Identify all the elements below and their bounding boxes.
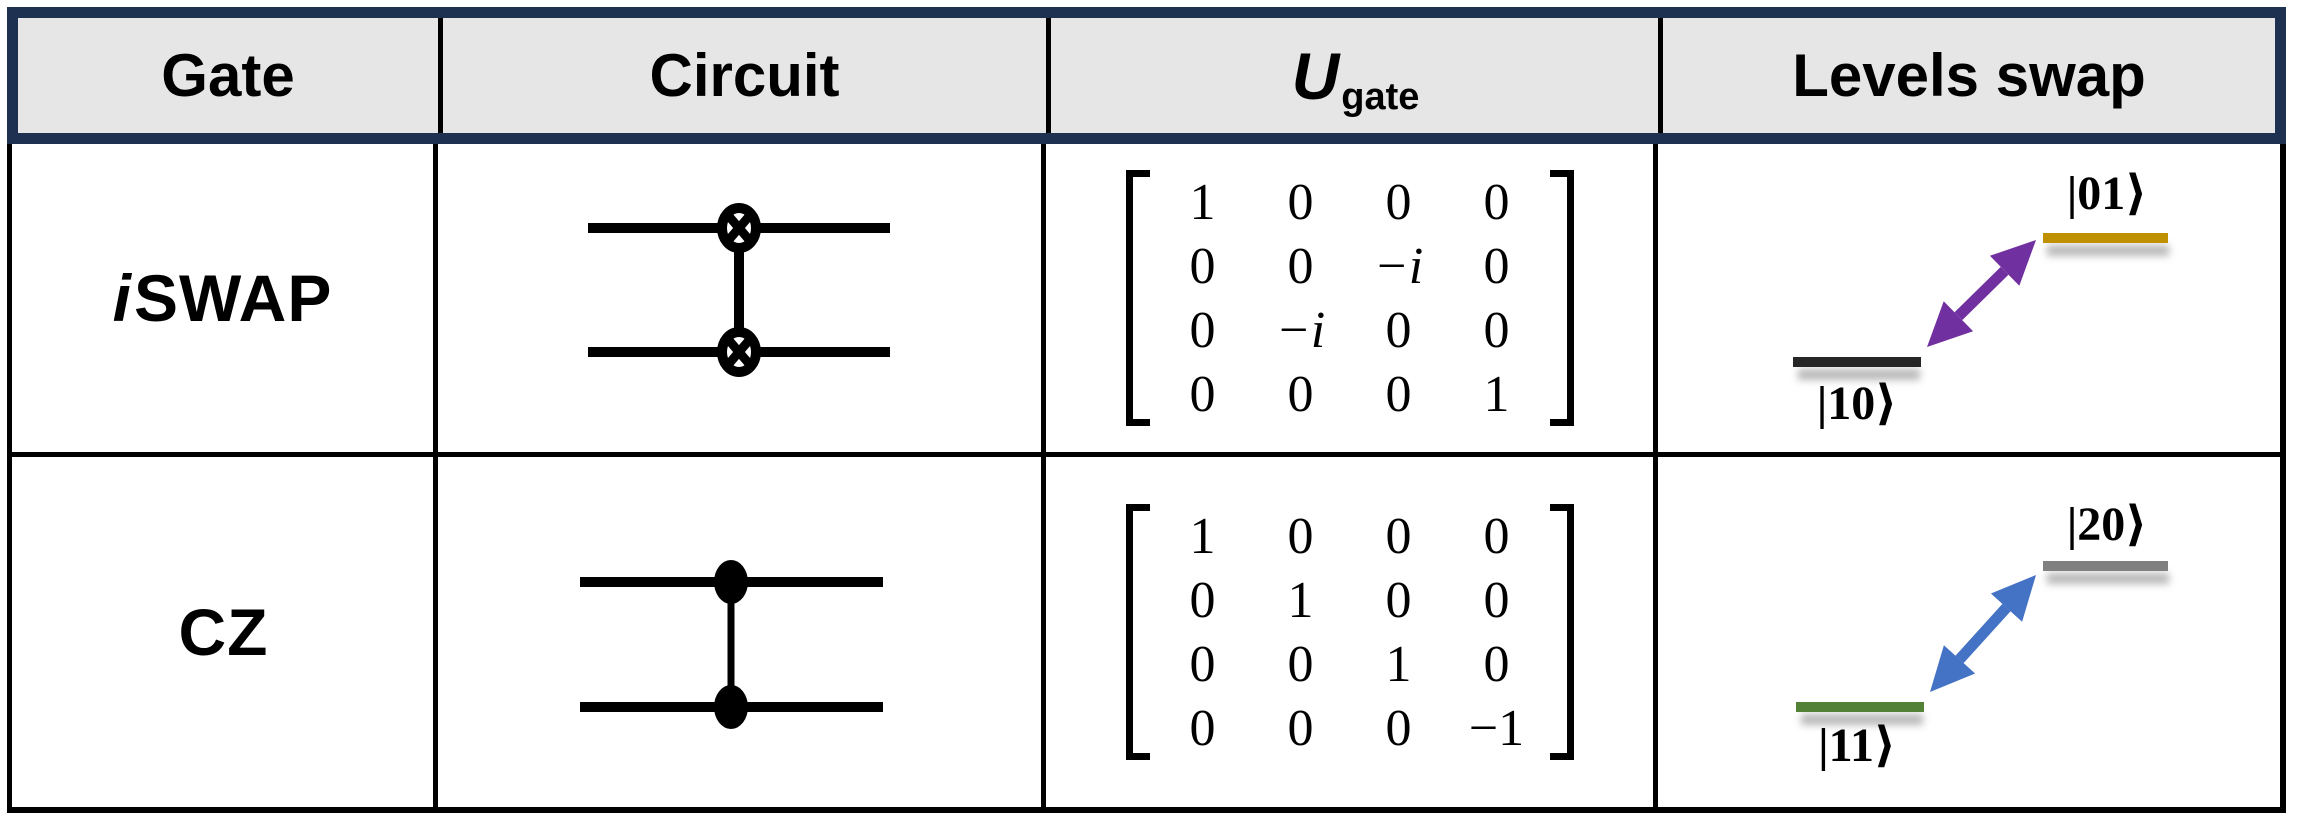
swap-double-arrow: [1927, 240, 2036, 347]
lower-level-bar: [1796, 702, 1924, 712]
arrow-head-upper: [1989, 240, 2036, 286]
swap-symbol-top-cross: [723, 211, 755, 245]
upper-level-shadow: [2047, 573, 2169, 584]
matrix-entry: 0: [1483, 237, 1510, 295]
matrix-entry: 0: [1483, 301, 1510, 359]
column-header-levels-swap: Levels swap: [1663, 18, 2275, 133]
matrix-entry: 0: [1189, 699, 1216, 757]
lower-level-ket-label: |11⟩: [1818, 719, 1896, 772]
control-dot-top: [714, 560, 748, 604]
matrix-entry: 0: [1189, 301, 1216, 359]
column-header-gate: Gate: [18, 18, 443, 133]
matrix-entry: −1: [1468, 699, 1525, 757]
matrix-cz: 1 0 0 0 0 1 0 0 0 0 1 0 0 0 0 −1: [1125, 504, 1574, 760]
control-dot-bottom: [714, 685, 748, 729]
arrow-shaft: [1955, 603, 2011, 664]
matrix-entry: 1: [1287, 571, 1314, 629]
gate-name-text: CZ: [178, 595, 269, 669]
matrix-entry: 0: [1483, 507, 1510, 565]
circuit-diagram-iswap: [438, 144, 1046, 457]
gate-name-cz: CZ: [12, 457, 438, 807]
matrix-entry: 0: [1287, 635, 1314, 693]
swap-double-arrow: [1930, 575, 2036, 692]
upper-level-ket-label: |01⟩: [2067, 167, 2148, 220]
matrix-entry: 1: [1189, 173, 1216, 231]
unitary-matrix-iswap: 1 0 0 0 0 0 −i 0 0 −i 0 0 0 0 0 1: [1046, 144, 1658, 457]
arrow-head-lower: [1930, 645, 1976, 692]
column-header-circuit: Circuit: [443, 18, 1051, 133]
levels-header-label: Levels swap: [1792, 42, 2146, 109]
matrix-entry: 0: [1385, 699, 1412, 757]
iswap-circuit-svg: [588, 203, 890, 377]
circuit-header-label: Circuit: [649, 42, 840, 109]
matrix-entry: 0: [1483, 571, 1510, 629]
gate-name-text: SWAP: [133, 261, 333, 335]
matrix-right-bracket: [1549, 170, 1574, 426]
iswap-levels-svg: |01⟩ |10⟩: [1793, 167, 2169, 430]
matrix-entries: 1 0 0 0 0 0 −i 0 0 −i 0 0 0 0 0 1: [1150, 170, 1550, 426]
matrix-entry: −i: [1275, 301, 1326, 359]
matrix-entry: 0: [1385, 173, 1412, 231]
matrix-entry: 1: [1385, 635, 1412, 693]
matrix-iswap: 1 0 0 0 0 0 −i 0 0 −i 0 0 0 0 0 1: [1125, 170, 1574, 426]
matrix-entry: 0: [1385, 365, 1412, 423]
gate-header-label: Gate: [161, 42, 295, 109]
upper-level-shadow: [2047, 245, 2169, 256]
matrix-entry: 0: [1287, 173, 1314, 231]
matrix-left-bracket: [1125, 504, 1150, 760]
arrow-head-upper: [1990, 575, 2036, 622]
matrix-entry: −i: [1373, 237, 1424, 295]
ugate-subscript: gate: [1341, 76, 1420, 118]
matrix-entry: 0: [1287, 237, 1314, 295]
upper-level-bar: [2043, 233, 2168, 243]
matrix-entry: 0: [1385, 507, 1412, 565]
matrix-entry: 1: [1483, 365, 1510, 423]
lower-level-shadow: [1801, 714, 1923, 725]
matrix-left-bracket: [1125, 170, 1150, 426]
circuit-diagram-cz: [438, 457, 1046, 807]
matrix-entry: 0: [1483, 173, 1510, 231]
matrix-entry: 0: [1287, 699, 1314, 757]
gate-name-italic-prefix: i: [112, 261, 132, 335]
levels-swap-diagram-cz: |20⟩ |11⟩: [1658, 457, 2280, 807]
matrix-entry: 0: [1385, 571, 1412, 629]
cz-circuit-svg: [580, 560, 883, 729]
upper-level-bar: [2043, 561, 2168, 571]
swap-symbol-bottom-cross: [723, 335, 755, 369]
matrix-entry: 0: [1385, 301, 1412, 359]
upper-level-ket-label: |20⟩: [2067, 498, 2148, 551]
ugate-symbol: U: [1291, 38, 1340, 113]
matrix-entry: 0: [1287, 507, 1314, 565]
lower-level-bar: [1793, 357, 1921, 367]
matrix-entry: 1: [1189, 507, 1216, 565]
arrow-head-lower: [1927, 301, 1974, 347]
levels-swap-diagram-iswap: |01⟩ |10⟩: [1658, 144, 2280, 457]
matrix-entries: 1 0 0 0 0 1 0 0 0 0 1 0 0 0 0 −1: [1150, 504, 1550, 760]
matrix-entry: 0: [1189, 571, 1216, 629]
matrix-entry: 0: [1189, 365, 1216, 423]
matrix-entry: 0: [1287, 365, 1314, 423]
matrix-entry: 0: [1483, 635, 1510, 693]
matrix-entry: 0: [1189, 237, 1216, 295]
lower-level-shadow: [1798, 369, 1920, 380]
matrix-entry: 0: [1189, 635, 1216, 693]
cz-levels-svg: |20⟩ |11⟩: [1796, 498, 2169, 772]
lower-level-ket-label: |10⟩: [1817, 377, 1898, 430]
unitary-matrix-cz: 1 0 0 0 0 1 0 0 0 0 1 0 0 0 0 −1: [1046, 457, 1658, 807]
matrix-right-bracket: [1549, 504, 1574, 760]
arrow-shaft: [1954, 266, 2009, 321]
